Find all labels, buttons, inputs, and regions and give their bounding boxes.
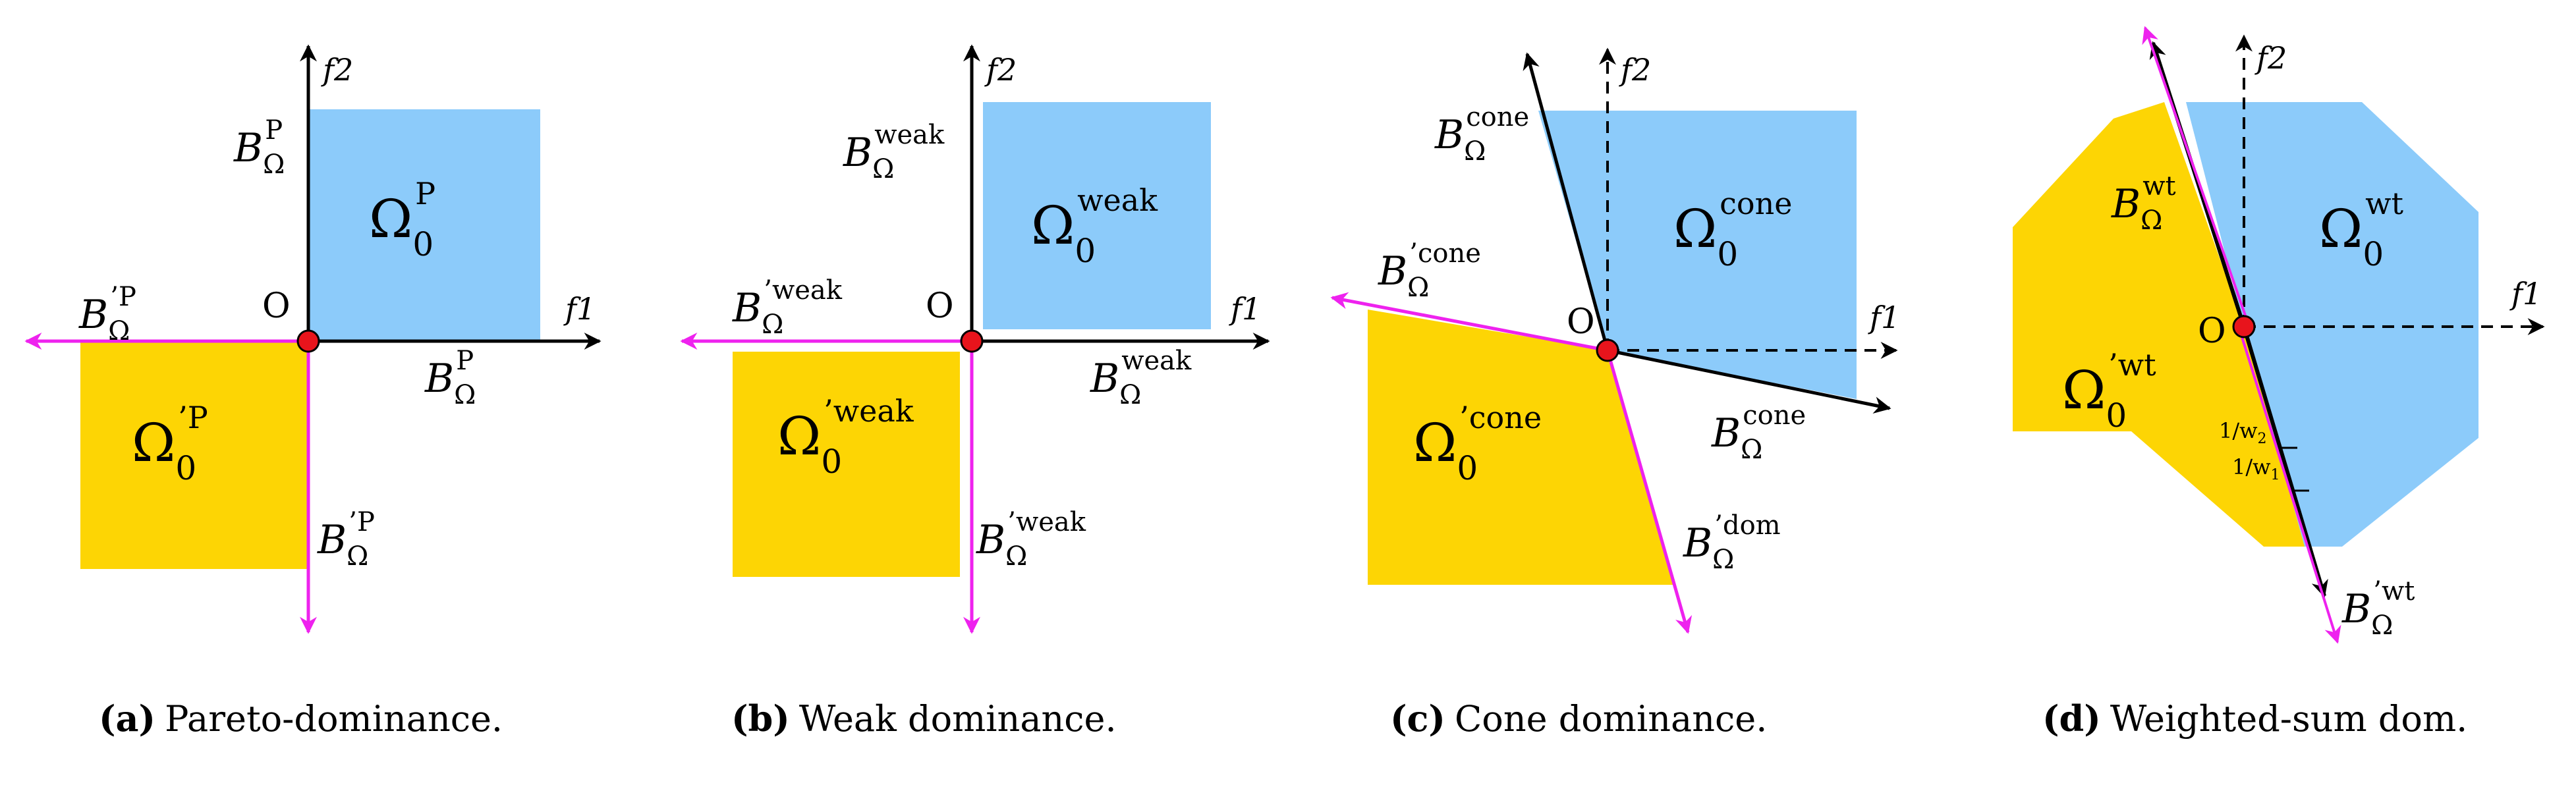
f2-label-c: f2 <box>1619 52 1651 88</box>
panel-a: f2 f1 O Ω0P Ω0’P BΩP BΩP BΩ’P BΩ’P (a)Pa… <box>24 44 602 740</box>
boundary-left-c <box>1330 292 1608 352</box>
caption-b: (b)Weak dominance. <box>731 697 1117 740</box>
boundary-down-label-a: BΩ’P <box>317 507 375 572</box>
origin-point-b <box>960 329 984 353</box>
f2-label-b: f2 <box>984 52 1017 88</box>
dominating-region-b <box>733 352 960 577</box>
boundary-up-label-d: BΩwt <box>2111 171 2176 236</box>
boundary-up-label-a: BΩP <box>233 115 285 180</box>
f1-label-d: f1 <box>2509 276 2542 311</box>
boundary-right-label-c: BΩcone <box>1711 400 1806 465</box>
f2-label-d: f2 <box>2254 40 2287 76</box>
region-lower-label-d: Ω0’wt <box>2062 347 2156 435</box>
boundary-up-label-b: BΩweak <box>843 120 945 184</box>
dominated-region-b <box>983 102 1211 329</box>
boundary-up-label-c: BΩcone <box>1434 102 1529 167</box>
region-upper-label-a: Ω0P <box>369 176 435 263</box>
boundary-right-label-b: BΩweak <box>1090 346 1192 410</box>
caption-a: (a)Pareto-dominance. <box>99 697 503 740</box>
f1-label-a: f1 <box>563 291 596 327</box>
region-upper-label-b: Ω0weak <box>1031 182 1158 270</box>
origin-label-c: O <box>1567 302 1595 342</box>
weight-2-label: 1/w2 <box>2219 418 2267 447</box>
boundary-down-label-c: BΩ’dom <box>1683 510 1781 575</box>
panel-d: f2 f1 O Ω0wt Ω0’wt BΩwt BΩ’wt 1/w2 1/w1 … <box>2013 26 2545 740</box>
boundary-down-c <box>1606 350 1693 634</box>
dominated-region-a <box>308 109 540 341</box>
panel-c: f2 f1 O Ω0cone Ω0’cone BΩcone BΩcone BΩ’… <box>1330 47 1900 740</box>
origin-label-d: O <box>2198 311 2226 351</box>
boundary-left-label-c: BΩ’cone <box>1378 238 1481 303</box>
boundary-down-label-d: BΩ’wt <box>2341 576 2415 641</box>
region-lower-label-c: Ω0’cone <box>1413 400 1542 487</box>
panel-b: f2 f1 O Ω0weak Ω0’weak BΩweak BΩweak BΩ’… <box>680 44 1270 740</box>
boundary-left-label-b: BΩ’weak <box>732 275 843 340</box>
caption-d: (d)Weighted-sum dom. <box>2042 697 2467 740</box>
origin-label-b: O <box>926 286 954 326</box>
boundary-right-c <box>1607 348 1891 414</box>
origin-label-a: O <box>262 286 291 326</box>
boundary-right-label-a: BΩP <box>424 346 476 410</box>
region-upper-label-c: Ω0cone <box>1673 186 1792 273</box>
dominating-region-d <box>2013 102 2305 547</box>
region-lower-label-b: Ω0’weak <box>777 393 914 481</box>
f2-label-a: f2 <box>321 52 353 88</box>
boundary-down-label-b: BΩ’weak <box>976 507 1086 572</box>
dominating-region-a <box>80 341 308 569</box>
f1-label-c: f1 <box>1868 300 1900 335</box>
dominated-region-d <box>2186 102 2478 547</box>
weight-1-label: 1/w1 <box>2232 454 2280 483</box>
caption-c: (c)Cone dominance. <box>1390 697 1767 740</box>
region-lower-label-a: Ω0’P <box>132 400 208 487</box>
origin-point-a <box>296 329 320 353</box>
dominated-region-c <box>1538 111 1857 399</box>
boundary-down-d <box>2237 326 2341 644</box>
origin-point-c <box>1596 338 1619 362</box>
dominating-region-c <box>1368 310 1675 585</box>
f1-label-b: f1 <box>1229 291 1261 327</box>
origin-point-d <box>2232 315 2256 338</box>
boundary-left-label-a: BΩ’P <box>78 282 136 346</box>
region-upper-label-d: Ω0wt <box>2319 186 2404 273</box>
boundary-line-lower-d <box>2242 326 2328 598</box>
boundary-up-c <box>1523 52 1610 351</box>
boundary-up-d <box>2142 26 2251 327</box>
